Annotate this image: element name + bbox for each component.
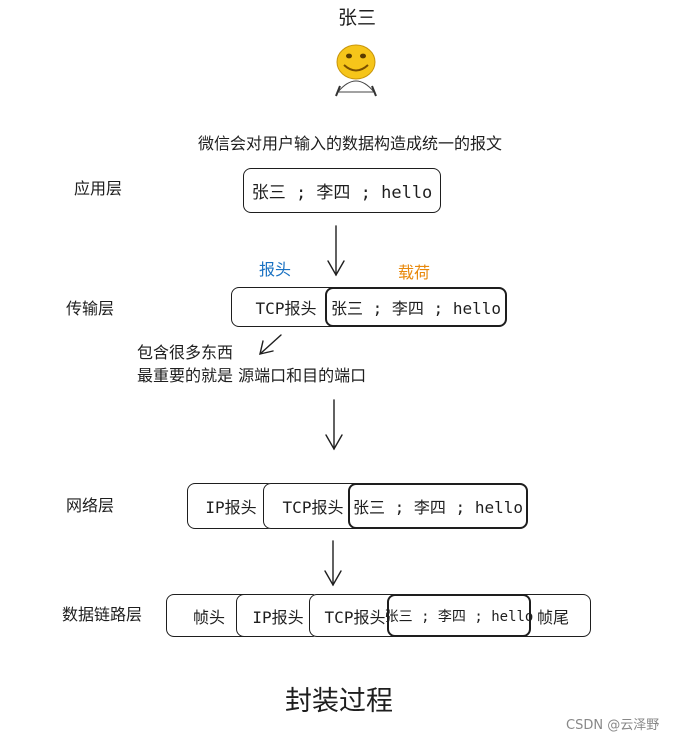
network-payload-box: 张三 ; 李四 ; hello <box>348 483 528 529</box>
arrow-network-to-datalink <box>324 540 342 587</box>
arrow-app-to-transport <box>327 225 345 277</box>
person-name: 张三 <box>338 7 377 29</box>
layer-label-network: 网络层 <box>66 496 115 515</box>
datalink-ip-header: IP报头 <box>236 594 320 637</box>
application-payload-box: 张三 ; 李四 ; hello <box>243 168 441 213</box>
caption: 微信会对用户输入的数据构造成统一的报文 <box>198 134 503 153</box>
header-label: 报头 <box>259 260 292 279</box>
network-tcp-header: TCP报头 <box>263 483 363 529</box>
datalink-tcp-header: TCP报头 <box>309 594 401 637</box>
smiling-face-icon <box>330 38 382 98</box>
diagram-title: 封装过程 <box>285 686 393 717</box>
arrow-transport-to-network <box>325 399 343 451</box>
layer-label-application: 应用层 <box>74 179 123 198</box>
datalink-payload-box: 张三 ; 李四 ; hello <box>385 594 533 637</box>
watermark: CSDN @云泽野 <box>566 718 660 733</box>
tcp-note-line2: 最重要的就是 源端口和目的端口 <box>137 366 367 385</box>
tcp-note-line1: 包含很多东西 <box>137 343 234 362</box>
layer-label-transport: 传输层 <box>66 299 115 318</box>
payload-label: 载荷 <box>398 263 431 282</box>
transport-payload-box: 张三 ; 李四 ; hello <box>325 287 507 327</box>
arrow-note-to-tcp-header <box>259 334 282 355</box>
layer-label-datalink: 数据链路层 <box>62 605 143 624</box>
transport-tcp-header: TCP报头 <box>231 287 341 327</box>
